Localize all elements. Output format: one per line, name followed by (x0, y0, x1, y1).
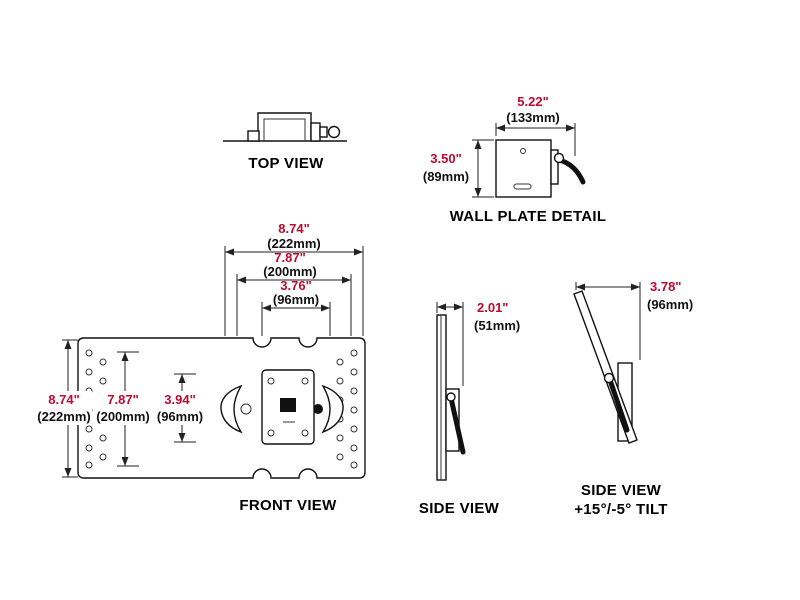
wall-plate-height-inches: 3.50" (430, 151, 461, 166)
side-wall-bracket (445, 388, 460, 452)
wall-plate-width-inches: 5.22" (517, 94, 548, 109)
side-view-tilt: 3.78" (96mm) SIDE VIEW +15°/-5° TILT (573, 279, 693, 518)
wall-plate-clamp (550, 149, 559, 185)
side-lever (448, 395, 466, 455)
bracket-screw-hole (301, 377, 309, 385)
bracket-screw-hole (267, 429, 275, 437)
front-height-outer-mm: (222mm) (37, 409, 90, 424)
side-view-tilt-label-line1: SIDE VIEW (581, 482, 662, 499)
front-width-outer-mm: (222mm) (267, 236, 320, 251)
front-view-label: FRONT VIEW (239, 497, 337, 514)
tilt-depth-mm: (96mm) (647, 297, 693, 312)
side-view-tilt-label-line2: +15°/-5° TILT (574, 501, 668, 518)
wall-plate-detail: 5.22" (133mm) 3.50" (89mm) WALL PLATE DE… (423, 94, 607, 225)
side-view: 2.01" (51mm) SIDE VIEW (419, 300, 520, 517)
wall-plate-detail-label: WALL PLATE DETAIL (450, 208, 607, 225)
side-depth-mm: (51mm) (474, 318, 520, 333)
dimension-text-mask (96, 391, 150, 425)
dimension-text-mask (36, 391, 92, 425)
top-view-bracket-inner (263, 118, 306, 141)
tilt-lever-pivot (603, 372, 615, 384)
front-width-outer-inches: 8.74" (278, 221, 309, 236)
front-width-inner-mm: (96mm) (273, 292, 319, 307)
side-lever-pivot (446, 392, 456, 402)
front-width-inner-inches: 3.76" (280, 278, 311, 293)
front-view: 8.74" (222mm) 7.87" (200mm) 3.76" (96mm)… (36, 221, 366, 514)
tilt-lever (607, 377, 630, 433)
tilt-depth-inches: 3.78" (650, 279, 681, 294)
top-view-clamp-shaft (319, 126, 328, 138)
bracket-screw-hole (267, 377, 275, 385)
front-height-mid-inches: 7.87" (107, 392, 138, 407)
wall-plate-height-mm: (89mm) (423, 169, 469, 184)
wall-plate-lever (556, 157, 586, 185)
top-view-clamp (310, 122, 321, 142)
front-left-wing (220, 384, 243, 434)
front-height-outer-inches: 8.74" (48, 392, 79, 407)
bracket-screw-hole (301, 429, 309, 437)
bracket-center-opening (280, 398, 296, 412)
top-view: TOP VIEW (223, 112, 347, 172)
tilt-plate (573, 290, 638, 444)
wall-plate-slot (513, 183, 532, 190)
front-width-mid-mm: (200mm) (263, 264, 316, 279)
front-height-inner-inches: 3.94" (164, 392, 195, 407)
wall-plate-lever-pivot (553, 152, 565, 164)
wall-plate-width-mm: (133mm) (506, 110, 559, 125)
front-right-wing-knob (313, 404, 323, 414)
front-right-wing (321, 384, 344, 434)
top-view-knob (327, 125, 341, 139)
front-height-mid-mm: (200mm) (96, 409, 149, 424)
dimension-text-mask (155, 391, 205, 425)
top-view-left-foot (247, 130, 260, 142)
top-view-bracket (257, 112, 312, 141)
front-width-mid-inches: 7.87" (274, 250, 305, 265)
front-height-inner-mm: (96mm) (157, 409, 203, 424)
wall-plate-hole (520, 148, 526, 154)
top-view-label: TOP VIEW (248, 155, 324, 172)
side-depth-inches: 2.01" (477, 300, 508, 315)
front-left-wing-pivot (240, 403, 252, 415)
side-view-label: SIDE VIEW (419, 500, 500, 517)
